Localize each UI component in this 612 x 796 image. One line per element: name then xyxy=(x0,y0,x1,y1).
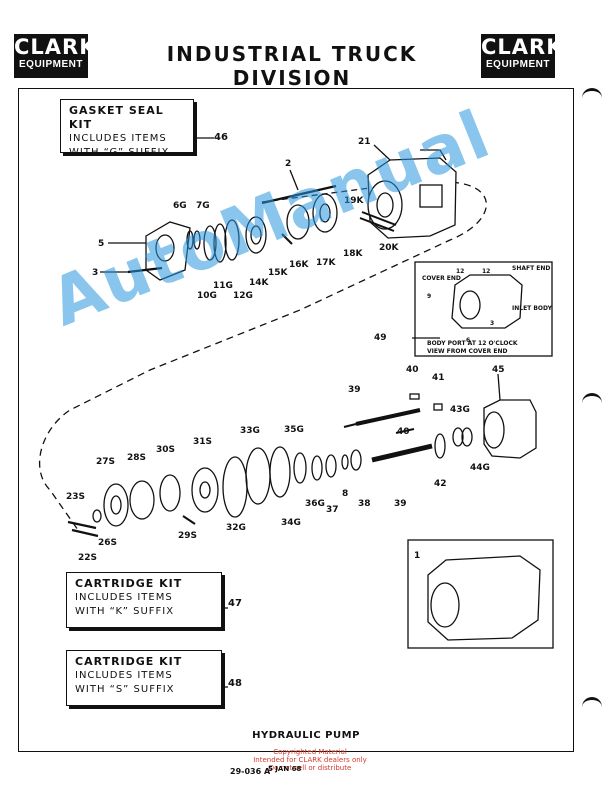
part-label: 35G xyxy=(284,425,304,435)
kit-line: WITH “K” SUFFIX xyxy=(75,606,175,617)
part-label: 36G xyxy=(305,499,325,509)
kit-ref-number: 47 xyxy=(228,598,242,609)
inset-label: INLET BODY xyxy=(512,305,553,312)
part-label: 39 xyxy=(348,385,361,395)
part-label: 7G xyxy=(196,201,210,211)
part-label: 37 xyxy=(326,505,339,515)
part-label: 18K xyxy=(343,249,364,259)
binder-tab xyxy=(582,697,602,710)
inset-note: BODY PORT AT 12 O'CLOCK xyxy=(427,340,518,347)
kit-line: WITH “G” SUFFIX xyxy=(69,147,170,158)
part-label: 17K xyxy=(316,258,337,268)
gasket-seal-kit-box: GASKET SEAL KIT INCLUDES ITEMS WITH “G” … xyxy=(60,99,194,158)
kit-line: INCLUDES ITEMS xyxy=(75,592,173,603)
part-label: 6G xyxy=(173,201,187,211)
inset-label: 12 xyxy=(482,268,490,275)
kit-ref-number: 46 xyxy=(214,132,228,143)
part-label: 21 xyxy=(358,137,371,147)
page-title: INDUSTRIAL TRUCK DIVISION xyxy=(166,42,418,90)
logo-subtext: EQUIPMENT xyxy=(19,59,83,70)
inset-label: 6 xyxy=(466,337,470,344)
part-label: 45 xyxy=(492,365,505,375)
part-label: 23S xyxy=(66,492,85,502)
part-label: 20K xyxy=(379,243,400,253)
kit-title: GASKET SEAL KIT xyxy=(69,104,164,131)
binder-tab xyxy=(582,393,602,406)
part-label: 11G xyxy=(213,281,233,291)
copyright-line: Copyrighted Material xyxy=(273,748,347,756)
part-label: 43G xyxy=(450,405,470,415)
part-label: 28S xyxy=(127,453,146,463)
kit-line: INCLUDES ITEMS xyxy=(75,670,173,681)
part-label: 29S xyxy=(178,531,197,541)
part-label: 14K xyxy=(249,278,270,288)
part-label: 44G xyxy=(470,463,490,473)
part-label: 31S xyxy=(193,437,212,447)
inset-note: VIEW FROM COVER END xyxy=(427,348,507,355)
part-label: 49 xyxy=(374,333,387,343)
part-label: 32G xyxy=(226,523,246,533)
part-label: 33G xyxy=(240,426,260,436)
inset-label: COVER END xyxy=(422,275,461,282)
copyright-line: Do not sell or distribute xyxy=(268,764,352,772)
inset-label: 12 xyxy=(456,268,464,275)
logo-subtext: EQUIPMENT xyxy=(486,59,550,70)
part-label: 16K xyxy=(289,260,310,270)
part-label: 3 xyxy=(92,268,98,278)
part-label: 22S xyxy=(78,553,97,563)
diagram-frame xyxy=(18,88,574,752)
part-label: 42 xyxy=(434,479,447,489)
part-label: 10G xyxy=(197,291,217,301)
inset-label: 3 xyxy=(490,320,494,327)
kit-line: WITH “S” SUFFIX xyxy=(75,684,175,695)
kit-line: INCLUDES ITEMS xyxy=(69,133,167,144)
part-label: 19K xyxy=(344,196,365,206)
clark-logo-right: CLARK EQUIPMENT xyxy=(481,34,564,78)
part-label: 27S xyxy=(96,457,115,467)
part-label: 39 xyxy=(394,499,407,509)
part-label: 30S xyxy=(156,445,175,455)
logo-text: CLARK xyxy=(481,35,564,59)
part-label: 5 xyxy=(98,239,104,249)
inset-label: SHAFT END xyxy=(512,265,550,272)
document-date: 5 JAN 68 xyxy=(268,765,302,773)
logo-text: CLARK xyxy=(14,35,97,59)
kit-ref-number: 48 xyxy=(228,678,242,689)
part-label: 40 xyxy=(397,427,410,437)
part-label: 1 xyxy=(414,551,420,561)
part-label: 26S xyxy=(98,538,117,548)
inset-label: 9 xyxy=(427,293,431,300)
copyright-notice: Copyrighted Material Intended for CLARK … xyxy=(240,748,380,772)
document-code: 29-036 A xyxy=(230,767,271,776)
cartridge-kit-k-box: CARTRIDGE KIT INCLUDES ITEMS WITH “K” SU… xyxy=(66,572,222,628)
kit-title: CARTRIDGE KIT xyxy=(75,655,183,668)
clark-logo-left: CLARK EQUIPMENT xyxy=(14,34,97,78)
part-label: 2 xyxy=(285,159,291,169)
part-label: 40 xyxy=(406,365,419,375)
part-label: 15K xyxy=(268,268,289,278)
cartridge-kit-s-box: CARTRIDGE KIT INCLUDES ITEMS WITH “S” SU… xyxy=(66,650,222,706)
part-label: 34G xyxy=(281,518,301,528)
binder-tab xyxy=(582,88,602,101)
figure-caption: HYDRAULIC PUMP xyxy=(252,730,360,741)
part-label: 12G xyxy=(233,291,253,301)
kit-title: CARTRIDGE KIT xyxy=(75,577,183,590)
part-label: 41 xyxy=(432,373,445,383)
part-label: 38 xyxy=(358,499,371,509)
part-label: 8 xyxy=(342,489,348,499)
copyright-line: Intended for CLARK dealers only xyxy=(253,756,367,764)
